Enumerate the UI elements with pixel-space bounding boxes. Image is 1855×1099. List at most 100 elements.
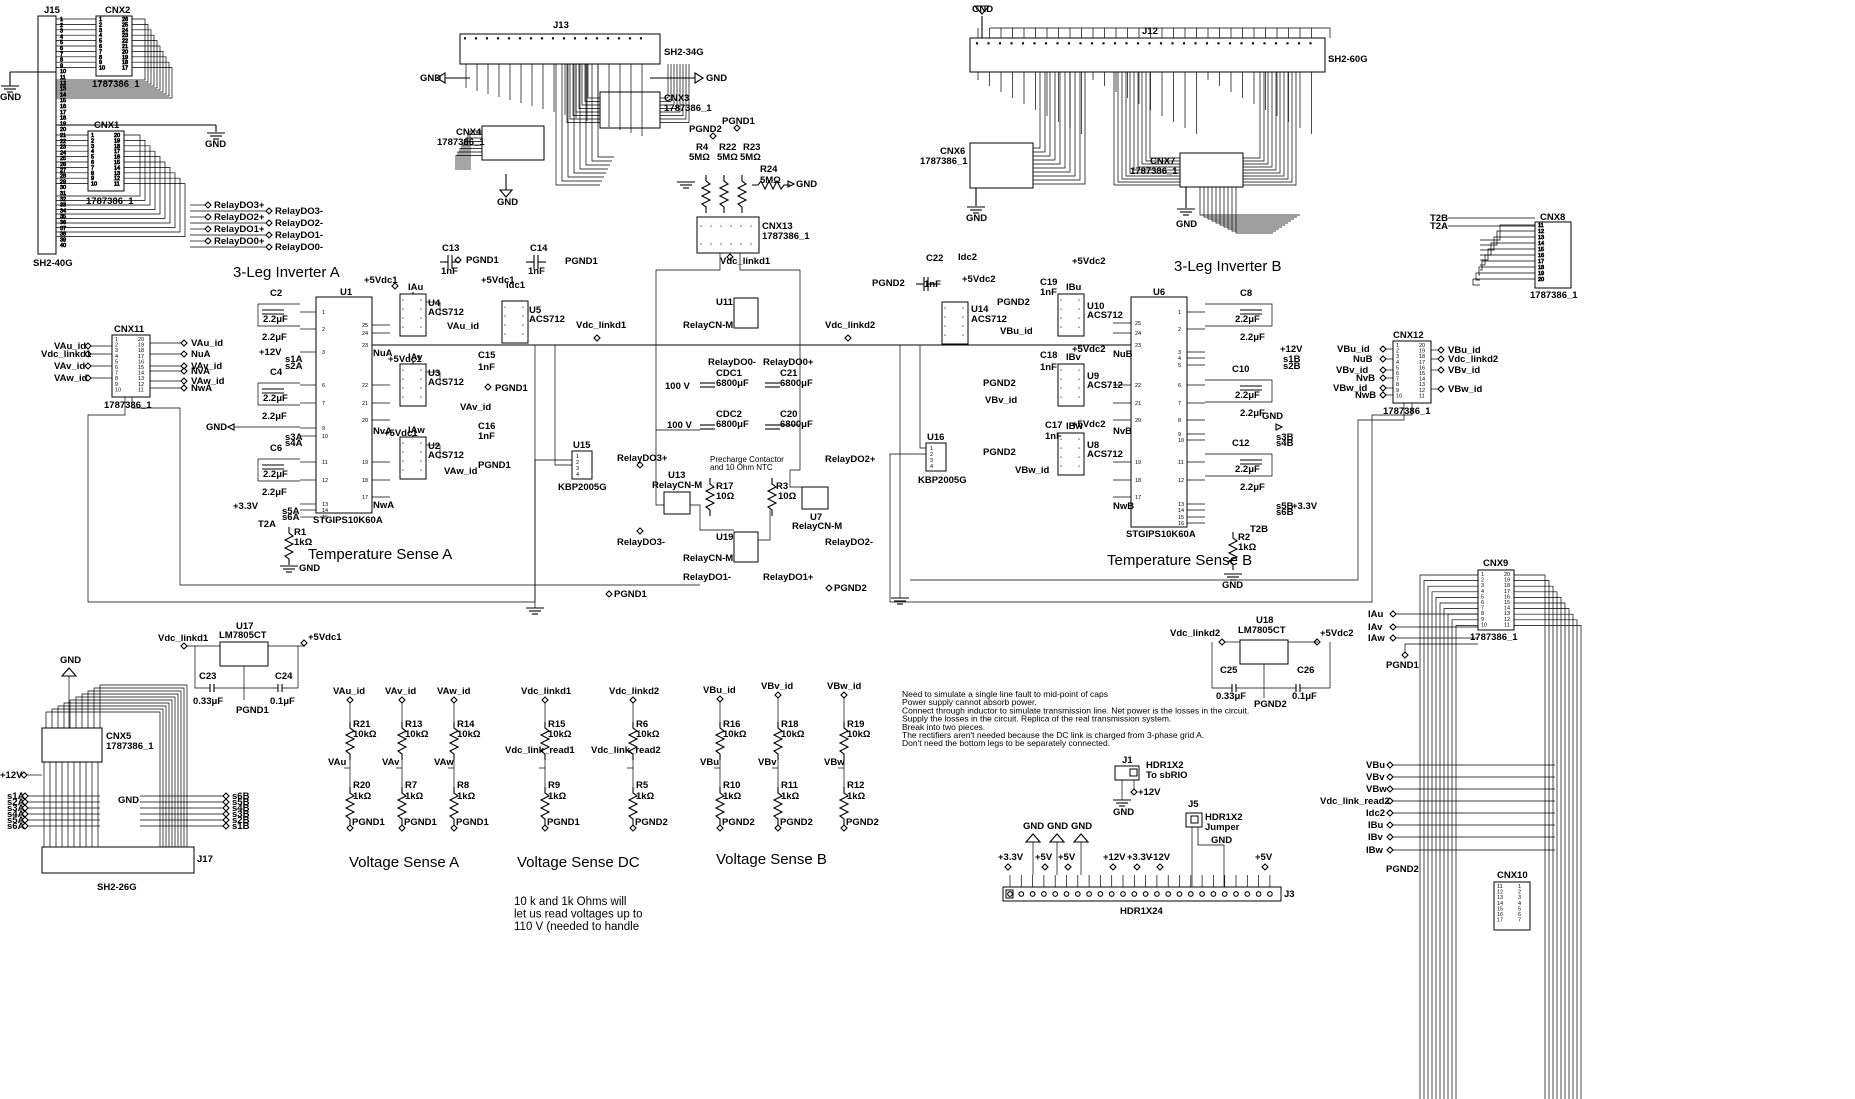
cnx10-connector: CNX10 — [1493, 870, 1531, 931]
acs-pin: ▫ — [1078, 316, 1080, 322]
gnd-cnx7: GND — [1176, 219, 1197, 230]
gnd-j5: GND — [1211, 835, 1232, 846]
cnx1-pin: 11 — [114, 182, 120, 188]
u3-current: IAv — [408, 352, 423, 363]
acs-pin: ▫ — [1078, 446, 1080, 452]
gnd-j13l: GND — [420, 73, 441, 84]
gnd-tl2: GND — [205, 139, 226, 150]
c22-label: C22 — [926, 253, 943, 264]
u1-pin: 3 — [322, 350, 325, 356]
j15-pin: 15 — [60, 98, 66, 104]
r24-label: R24 — [760, 164, 778, 175]
bottom-note-2: 110 V (needed to handle — [514, 921, 639, 933]
cnx12-connector: CNX12 1787386_1 — [1383, 330, 1432, 417]
cnx1-pin: 1 — [91, 133, 94, 139]
cnx10-pin: 4 — [1518, 901, 1521, 907]
acs-pin: ▫ — [402, 459, 404, 465]
cnx13-pin: ▫ — [720, 224, 722, 230]
s6b-u6: s6B — [1276, 507, 1294, 518]
cnx11-pin: 18 — [138, 348, 144, 354]
cnx12-left-4: VBw_id — [1333, 383, 1368, 394]
cnx11-pin: 15 — [138, 365, 144, 371]
u1-pin: 13 — [322, 502, 328, 508]
j15-pin: 19 — [60, 121, 66, 127]
j17-left-5: s6A — [7, 821, 25, 832]
pgnd2-u18: PGND2 — [1254, 699, 1287, 710]
acs712-u8 — [1057, 432, 1085, 476]
u8-label: U8 — [1087, 440, 1099, 451]
nwa-net: NwA — [373, 500, 394, 511]
j13-pin: ▫ — [629, 36, 631, 42]
c24-label: C24 — [275, 671, 293, 682]
u6-pin: 9 — [1178, 432, 1181, 438]
cnx9-lower-2: VBw — [1366, 784, 1387, 795]
cnx9-pin: 11 — [1504, 622, 1510, 628]
cnx2-pin: 6 — [99, 44, 102, 50]
vsense-r1-6: R18 — [781, 719, 798, 730]
c14-label: C14 — [530, 243, 548, 254]
cnx12-pin: 3 — [1396, 354, 1399, 360]
j15-pin: 7 — [60, 52, 63, 58]
cnx1-pin: 17 — [114, 149, 120, 155]
c14-val: 1nF — [528, 266, 545, 277]
c18-label: C18 — [1040, 350, 1057, 361]
cdc1-v: 100 V — [665, 381, 690, 392]
cnx10-pin: 17 — [1497, 918, 1503, 924]
acs712-u9 — [1057, 363, 1085, 407]
cnx10-pin: 2 — [1518, 890, 1521, 896]
cnx3-connector: CNX3 1787386_1 — [599, 91, 712, 129]
hdr-gnd-0: GND — [1023, 821, 1044, 832]
c26-label: C26 — [1297, 665, 1314, 676]
precharge-note-1: Precharge Contactor — [710, 455, 784, 464]
u6-pin: 13 — [1178, 502, 1184, 508]
cnx8-pin: 15 — [1538, 247, 1544, 253]
u7-relay — [801, 486, 829, 510]
u11-relay — [733, 297, 759, 329]
j12-pin: ▫ — [999, 41, 1001, 47]
j17-label: J17 — [197, 854, 213, 865]
note-line-3: Supply the losses in the circuit. Replic… — [902, 714, 1171, 724]
cnx4-connector: CNX4 1787386_1 — [437, 125, 545, 161]
acs-pin: ▫ — [420, 395, 422, 401]
vsense-r1-4: R6 — [636, 719, 648, 730]
acs-pin: ▫ — [402, 386, 404, 392]
acs-pin: ▫ — [420, 377, 422, 383]
cnx9-pin: 9 — [1481, 617, 1484, 623]
cnx8-pin: 17 — [1538, 259, 1544, 265]
acs-pin: ▫ — [1078, 464, 1080, 470]
p5vdc1-u17: +5Vdc1 — [308, 632, 342, 643]
note-line-5: The rectifiers aren't needed because the… — [902, 730, 1204, 740]
cnx12-right-0: VBu_id — [1448, 345, 1481, 356]
capb-1: C10 — [1232, 364, 1249, 375]
r2-val: 1kΩ — [1238, 542, 1257, 553]
relay-do2m: RelayDO2- — [825, 537, 873, 548]
j15-pin: 24 — [60, 150, 66, 156]
acs-pin: ▫ — [420, 441, 422, 447]
cnx10-pin: 11 — [1497, 884, 1503, 890]
c17-label: C17 — [1045, 420, 1062, 431]
cnx11-left-0: VAu_id — [54, 341, 86, 352]
cnx8-label: CNX8 — [1540, 212, 1565, 223]
gnd-r1: GND — [299, 563, 320, 574]
u18-part: LM7805CT — [1238, 625, 1286, 636]
vsense-r2-7: R12 — [847, 780, 864, 791]
cnx9-pin: 15 — [1504, 600, 1510, 606]
j13-pin: ▫ — [563, 36, 565, 42]
acs-pin: ▫ — [1078, 455, 1080, 461]
cnx2-pin: 7 — [99, 49, 102, 55]
hdr1x24-label: HDR1X24 — [1120, 906, 1163, 917]
cnx6-connector: CNX6 1787386_1 — [920, 142, 1034, 189]
vsense-gnd-5: PGND2 — [722, 817, 755, 828]
j15-pin: 6 — [60, 46, 63, 52]
temp-sense-b-title: Temperature Sense B — [1107, 552, 1252, 569]
u2-current: IAw — [408, 425, 425, 436]
j13-pin: ▫ — [519, 36, 521, 42]
cnx1-part: 1787386_1 — [86, 196, 134, 207]
u4-part: ACS712 — [428, 307, 464, 318]
u6-label: U6 — [1153, 287, 1165, 298]
vsense-top-3: Vdc_linkd1 — [521, 686, 572, 697]
s4a-u1: s4A — [285, 438, 303, 449]
u1-pin: 11 — [322, 460, 328, 466]
acs712-u2 — [399, 436, 427, 480]
cnx11-pin: 5 — [115, 359, 118, 365]
